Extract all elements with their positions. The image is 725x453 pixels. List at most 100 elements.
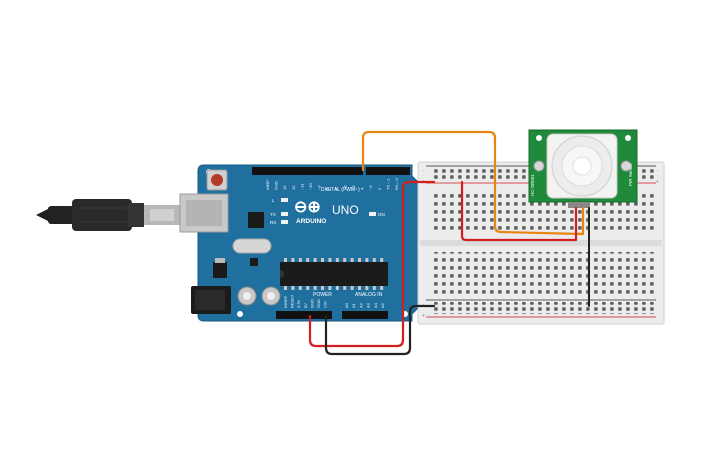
voltage-regulator [213,262,227,278]
mcu-pin [298,286,302,290]
potentiometer[interactable] [620,160,632,172]
power-pin-header[interactable] [276,311,332,319]
mcu-pin [335,286,339,290]
rail-minus-label: - [422,168,425,174]
power-pin-label: GND [316,299,321,308]
mcu-pin [298,258,302,262]
mcu-pin [321,258,324,262]
power-label: POWER [313,292,332,298]
digital-pin-label: 2 [377,187,382,190]
mcu-pin [335,258,339,262]
digital-pin-label: ~3 [368,185,373,190]
led-l-label: L [272,198,275,203]
mcu-pin [291,258,295,262]
power-pin-label: 5V [303,303,308,308]
analog-label: ANALOG IN [355,292,383,298]
mcu-pin [343,286,347,290]
crystal-oscillator [232,238,272,254]
digital-pin-label: RX←0 [394,177,399,190]
pir-vcc-wire[interactable] [460,180,578,242]
mcu-pin [313,286,317,290]
digital-pin-label: ~9 [317,185,322,190]
digital-pin-label: ~6 [342,185,347,190]
power-pin-label: GND [309,299,314,308]
mcu-pin [321,286,324,290]
led-on-label: ON [378,212,385,217]
analog-pin-label: A2 [358,302,363,308]
mcu-pin [365,258,369,262]
analog-pin-label: A1 [351,302,356,308]
atmega-microcontroller [280,262,388,286]
digital-pin-label: 13 [282,185,287,190]
mcu-pin [372,258,376,262]
digital-pin-label: 12 [291,185,296,190]
usb-chip [248,212,264,228]
mcu-pin [372,286,376,290]
rail-plus-label: + [656,179,659,185]
analog-pin-header[interactable] [342,311,388,319]
mcu-pin [358,258,361,262]
mcu-pin [291,286,295,290]
mcu-pin [380,258,384,262]
digital-pin-label: AREF [265,179,270,190]
analog-pin-label: A4 [373,302,378,308]
rail-minus-label: - [656,168,659,174]
mcu-pin [306,258,310,262]
digital-pin-label: 7 [334,187,339,190]
pir-sensor-label: PIR Sensor [628,162,633,186]
pir-model-label: HC-SR501 [530,174,535,196]
pir-motion-sensor[interactable]: HC-SR501 PIR Sensor [528,129,638,208]
digital-pin-label: GND [274,181,279,190]
mcu-pin [313,258,317,262]
arduino-logo-icon: ⊖⊕ [294,199,321,216]
mcu-pin [380,286,384,290]
digital-pin-label: TX→1 [385,178,390,190]
analog-pin-label: A3 [366,302,371,308]
mcu-pin [284,258,287,262]
digital-pin-label: ~11 [299,183,304,190]
mcu-pin [350,258,354,262]
analog-pin-label: A5 [380,302,385,308]
arduino-model: UNO [332,203,359,217]
mcu-pin [343,258,347,262]
led-l [281,198,288,202]
usb-cable [36,199,180,231]
bottom-rails[interactable] [430,302,654,314]
led-rx [281,220,288,224]
mcu-pin [306,286,310,290]
digital-pin-label: 8 [325,187,330,190]
mcu-pin [328,258,332,262]
power-5v-wire[interactable] [308,180,436,348]
potentiometer[interactable] [533,160,545,172]
digital-pin-label: 4 [360,187,365,190]
led-tx-label: TX [270,212,276,217]
digital-header-label: DIGITAL (PWM~) [321,187,360,193]
power-pin-label: VIN [323,301,328,308]
mcu-pin [358,286,361,290]
digital-pin-label: ~10 [308,182,313,190]
mcu-pin [284,286,287,290]
rail-plus-label: + [422,313,425,319]
center-channel [420,240,662,246]
power-pin-label: IOREF [283,295,288,308]
analog-pin-label: A0 [344,302,349,308]
power-pin-label: 3.3V [296,299,301,308]
wires[interactable] [308,130,590,356]
led-on [369,212,376,216]
terminal-strip-bottom[interactable] [430,252,654,294]
signal-wire[interactable] [361,130,585,236]
mount-hole [237,311,243,317]
ground-wire[interactable] [324,304,436,356]
mcu-pin [350,286,354,290]
mcu-pin [365,286,369,290]
led-rx-label: RX [270,220,276,225]
digital-pin-label: ~5 [351,185,356,190]
arduino-brand: ARDUINO [296,218,326,225]
pir-pins[interactable] [568,202,590,208]
power-pin-label: RESET [290,294,295,308]
